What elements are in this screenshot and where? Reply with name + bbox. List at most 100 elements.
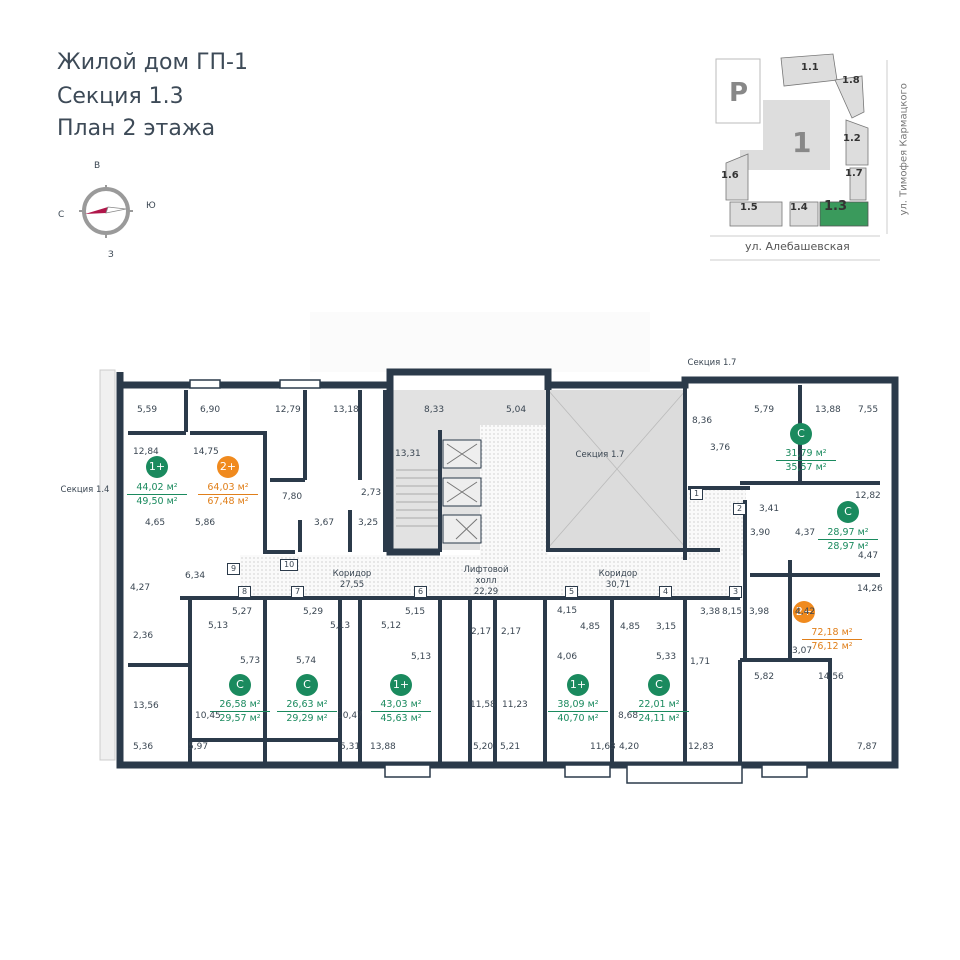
site-section-1-2[interactable]: 1.2 — [843, 133, 861, 144]
total-area: 29,57 м² — [219, 713, 261, 724]
apartment-type-badge: 2+ — [217, 456, 239, 478]
room-area-label: 3,76 — [710, 443, 731, 453]
room-area-label: 14,75 — [193, 447, 219, 457]
total-area: 49,50 м² — [136, 496, 178, 507]
room-area-label: 8,15 — [722, 607, 743, 617]
total-area: 40,70 м² — [557, 713, 599, 724]
room-area-label: 5,33 — [656, 652, 677, 662]
room-area-label: 4,15 — [557, 606, 578, 616]
total-area: 29,29 м² — [286, 713, 328, 724]
room-area-label: 5,74 — [296, 656, 317, 666]
room-area-label: 7,80 — [282, 492, 303, 502]
lift-hall-area: 22,29 — [473, 587, 499, 597]
compass-north: С — [58, 210, 65, 220]
room-area-label: 11,58 — [470, 700, 496, 710]
site-section-1-8[interactable]: 1.8 — [842, 75, 860, 86]
apartment-door-7[interactable]: 7 — [291, 586, 305, 598]
room-area-label: 2,17 — [471, 627, 492, 637]
site-plan: P 1 1.1 1.8 1.2 1.7 1.6 1.5 1.4 1.3 ул. … — [700, 50, 930, 265]
apartment-door-1[interactable]: 1 — [690, 488, 704, 500]
room-area-label: 5,20 — [473, 742, 494, 752]
room-area-label: 12,83 — [688, 742, 714, 752]
room-area-label: 7,55 — [858, 405, 879, 415]
room-area-label: 1,71 — [690, 657, 711, 667]
room-area-label: 6,34 — [185, 571, 206, 581]
room-area-label: 3,25 — [358, 518, 379, 528]
total-area: 67,48 м² — [207, 496, 249, 507]
room-area-label: 4,06 — [557, 652, 578, 662]
site-section-1-1[interactable]: 1.1 — [801, 62, 819, 73]
room-area-label: 13,56 — [133, 701, 159, 711]
living-area: 43,03 м² — [371, 698, 431, 712]
room-area-label: 8,68 — [618, 711, 639, 721]
apartment-door-6[interactable]: 6 — [414, 586, 428, 598]
room-area-label: 4,37 — [795, 528, 816, 538]
site-section-1-3-active[interactable]: 1.3 — [824, 199, 848, 214]
floor-title: План 2 этажа — [57, 116, 216, 141]
apartment-door-2[interactable]: 2 — [733, 503, 747, 515]
corridor-left-label: Коридор — [332, 569, 372, 579]
room-area-label: 12,79 — [275, 405, 301, 415]
site-section-1-5[interactable]: 1.5 — [740, 202, 758, 213]
living-area: 26,63 м² — [277, 698, 337, 712]
room-area-label: 3,90 — [750, 528, 771, 538]
living-area: 38,09 м² — [548, 698, 608, 712]
room-area-label: 3,15 — [656, 622, 677, 632]
compass-icon — [79, 185, 133, 238]
apartment-type-badge: С — [229, 674, 251, 696]
apartment-door-9[interactable]: 9 — [227, 563, 241, 575]
room-area-label: 5,27 — [232, 607, 253, 617]
room-area-label: 5,04 — [506, 405, 527, 415]
room-area-label: 12,82 — [855, 491, 881, 501]
room-area-label: 5,13 — [330, 621, 351, 631]
room-area-label: 5,31 — [340, 742, 361, 752]
site-section-1-4[interactable]: 1.4 — [790, 202, 808, 213]
room-area-label: 5,36 — [133, 742, 154, 752]
living-area: 26,58 м² — [210, 698, 270, 712]
total-area: 24,11 м² — [638, 713, 680, 724]
room-area-label: 5,73 — [240, 656, 261, 666]
parking-label: P — [729, 78, 749, 108]
living-area: 22,01 м² — [629, 698, 689, 712]
apartment-door-10[interactable]: 10 — [280, 559, 299, 571]
room-area-label: 7,87 — [857, 742, 878, 752]
room-area-label: 3,41 — [759, 504, 780, 514]
room-area-label: 13,31 — [395, 449, 421, 459]
apartment-type-badge: С — [648, 674, 670, 696]
building-title: Жилой дом ГП-1 — [57, 50, 248, 75]
room-area-label: 2,17 — [501, 627, 522, 637]
lift-hall-label: Лифтовой холл — [463, 565, 509, 586]
room-area-label: 5,59 — [137, 405, 158, 415]
room-area-label: 5,79 — [754, 405, 775, 415]
room-area-label: 4,85 — [620, 622, 641, 632]
site-section-1-6[interactable]: 1.6 — [721, 170, 739, 181]
apartment-door-4[interactable]: 4 — [659, 586, 673, 598]
compass-east: В — [94, 161, 101, 171]
apartment-type-badge: С — [296, 674, 318, 696]
room-area-label: 4,65 — [145, 518, 166, 528]
room-area-label: 14,56 — [818, 672, 844, 682]
apartment-door-8[interactable]: 8 — [238, 586, 252, 598]
apartment-door-3[interactable]: 3 — [729, 586, 743, 598]
room-area-label: 10,45 — [195, 711, 221, 721]
room-area-label: 5,13 — [411, 652, 432, 662]
compass-south: Ю — [146, 201, 156, 211]
room-area-label: 6,90 — [200, 405, 221, 415]
room-area-label: 2,36 — [133, 631, 154, 641]
site-section-1-7[interactable]: 1.7 — [845, 168, 863, 179]
room-area-label: 4,85 — [580, 622, 601, 632]
room-area-label: 8,36 — [692, 416, 713, 426]
apartment-type-badge: 1+ — [390, 674, 412, 696]
room-area-label: 4,47 — [858, 551, 879, 561]
room-area-label: 4,42 — [795, 607, 816, 617]
compass-west: З — [108, 250, 114, 260]
room-area-label: 13,18 — [333, 405, 359, 415]
apartment-door-5[interactable]: 5 — [565, 586, 579, 598]
room-area-label: 4,27 — [130, 583, 151, 593]
